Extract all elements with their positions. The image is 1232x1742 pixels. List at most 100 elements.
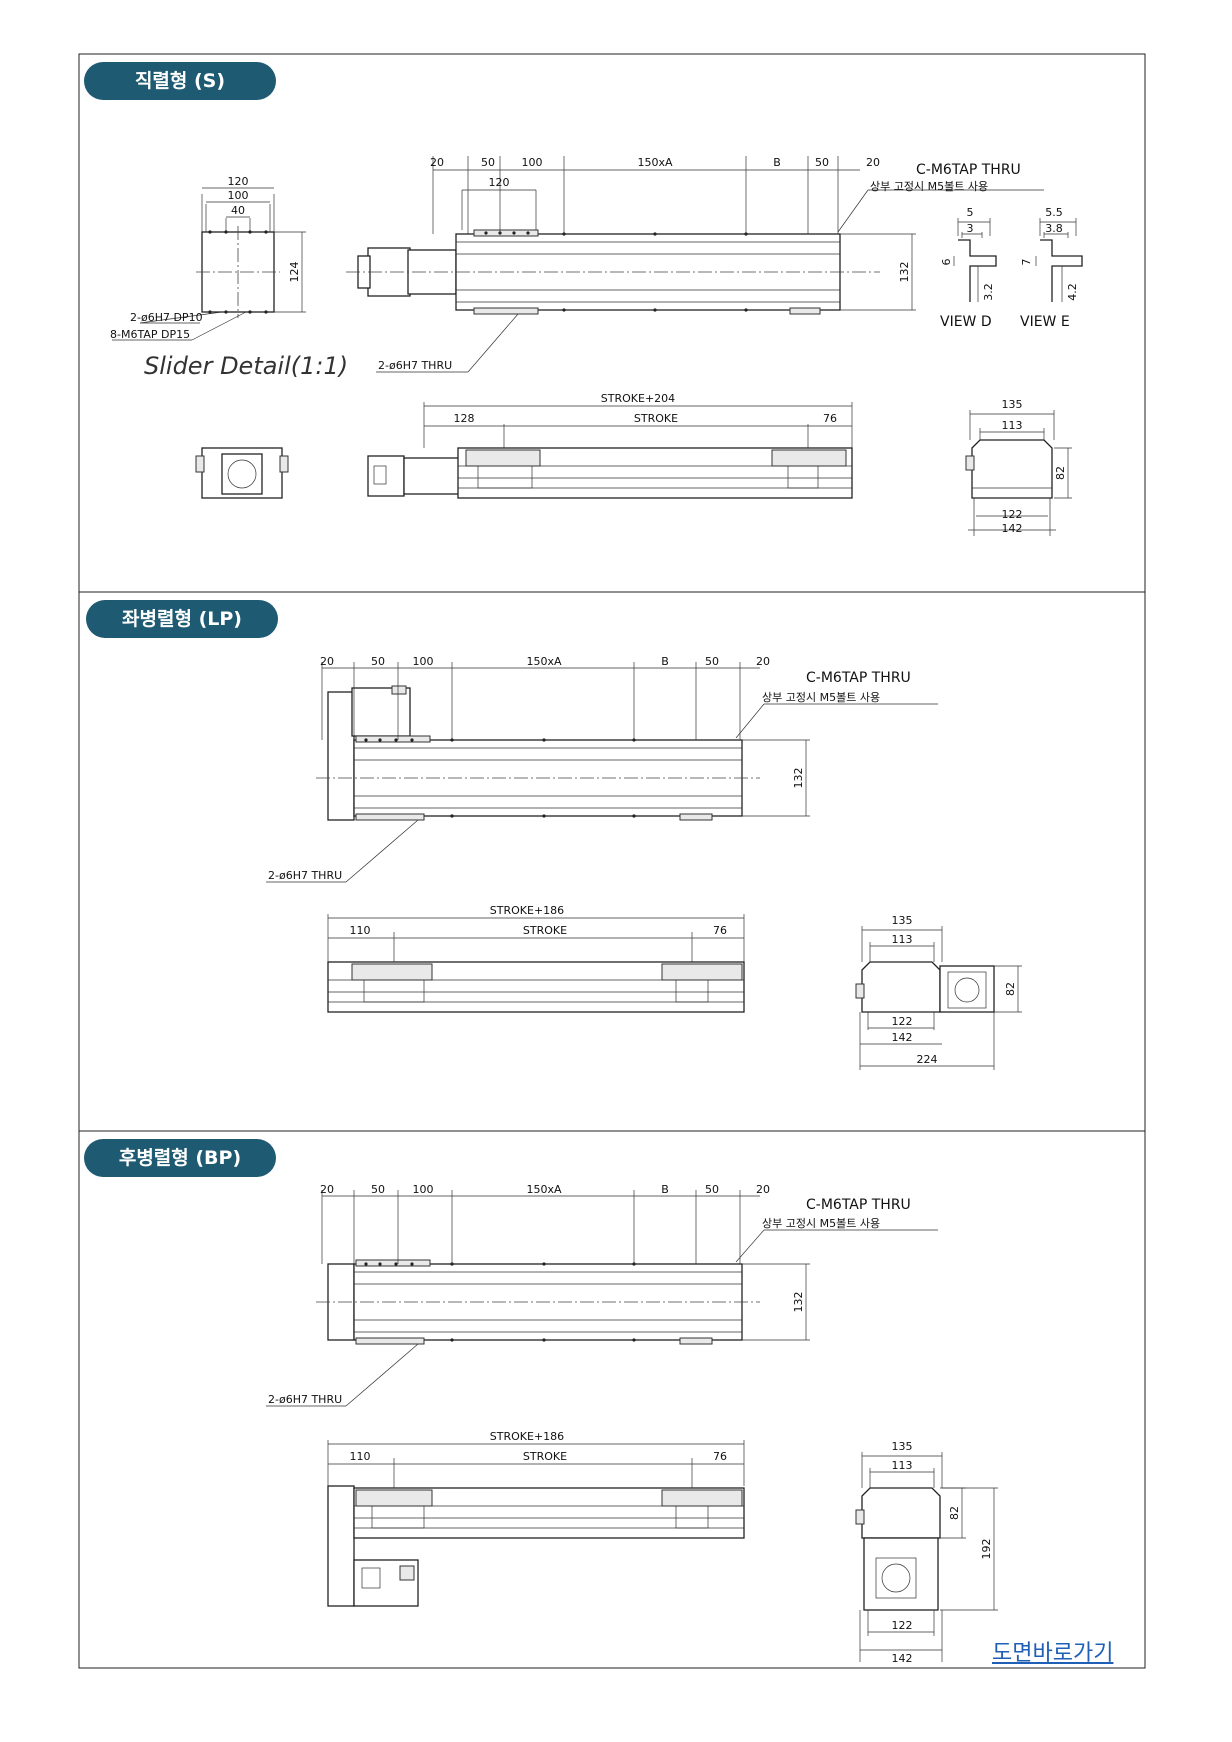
s-top-dim-7: 20: [866, 156, 880, 169]
slider-detail-caption: Slider Detail(1:1): [144, 352, 348, 380]
slider-note-pin: 2-ø6H7 DP10: [130, 311, 203, 324]
sheet-frame: [78, 53, 1146, 1669]
section-tab-s: 직렬형 (S): [84, 62, 276, 100]
section-bp-drawings: 20 50 100 150xA B 50 20 C-M6TAP THRU 상부 …: [266, 1183, 998, 1665]
lp-top-dim-6: 50: [705, 655, 719, 668]
section-tab-bp: 후병렬형 (BP): [84, 1139, 276, 1177]
slider-dim-100: 100: [228, 189, 249, 202]
s-height-dim: 132: [898, 262, 911, 283]
section-tab-s-label: 직렬형 (S): [134, 70, 226, 92]
s-side-left: 128: [454, 412, 475, 425]
lp-end-w142: 142: [892, 1031, 913, 1044]
view-e-dim-42: 4.2: [1066, 283, 1079, 301]
bp-end-w122: 122: [892, 1619, 913, 1632]
s-end-h82: 82: [1054, 466, 1067, 480]
slider-detail: 120 100 40 124 2-ø6H7 DP10 8-M6TAP DP15 …: [110, 175, 348, 380]
view-e-dim-55: 5.5: [1045, 206, 1063, 219]
slider-dim-124: 124: [288, 262, 301, 283]
bp-end-w135: 135: [892, 1440, 913, 1453]
view-e-dim-7: 7: [1020, 259, 1033, 266]
lp-side-right: 76: [713, 924, 727, 937]
s-tap-note: C-M6TAP THRU: [916, 162, 1021, 178]
bp-end-w142: 142: [892, 1652, 913, 1665]
lp-side-total: STROKE+186: [490, 904, 564, 917]
view-d-dim-5: 5: [967, 206, 974, 219]
bp-side-stroke: STROKE: [523, 1450, 567, 1463]
lp-end-w113: 113: [892, 933, 913, 946]
s-plan-view: 20 50 100 150xA B 50 20 120 C-M6TAP THRU…: [346, 156, 1044, 373]
lp-end-view: 135 113 122 142 224 82: [855, 914, 1022, 1070]
section-tab-bp-label: 후병렬형 (BP): [118, 1147, 242, 1169]
s-top-dim-3: 100: [522, 156, 543, 169]
bp-side-total: STROKE+186: [490, 1430, 564, 1443]
lp-top-dim-7: 20: [756, 655, 770, 668]
s-side-stroke: STROKE: [634, 412, 678, 425]
s-side-right: 76: [823, 412, 837, 425]
slider-dim-40: 40: [231, 204, 245, 217]
bp-tap-note: C-M6TAP THRU: [806, 1197, 911, 1213]
section-s-drawings: 120 100 40 124 2-ø6H7 DP10 8-M6TAP DP15 …: [110, 156, 1083, 536]
bp-end-h192: 192: [980, 1539, 993, 1560]
bp-top-dim-2: 50: [371, 1183, 385, 1196]
drawing-shortcut-link[interactable]: 도면바로가기: [992, 1641, 1114, 1666]
s-end-w135: 135: [1002, 398, 1023, 411]
s-end-view: 135 113 122 142 82: [965, 398, 1072, 536]
view-e-dim-38: 3.8: [1045, 222, 1063, 235]
bp-top-dim-5: B: [661, 1183, 669, 1196]
lp-end-h82: 82: [1004, 982, 1017, 996]
bp-thru-note: 2-ø6H7 THRU: [268, 1393, 342, 1406]
lp-end-w224: 224: [917, 1053, 938, 1066]
lp-bolt-note: 상부 고정시 M5볼트 사용: [762, 691, 880, 704]
bp-end-h82: 82: [948, 1506, 961, 1520]
s-top-dim-1: 20: [430, 156, 444, 169]
s-end-w122: 122: [1002, 508, 1023, 521]
s-end-w142: 142: [1002, 522, 1023, 535]
section-lp-drawings: 20 50 100 150xA B 50 20 C-M6TAP THRU 상부 …: [266, 655, 1022, 1070]
lp-top-dim-2: 50: [371, 655, 385, 668]
s-end-w113: 113: [1002, 419, 1023, 432]
s-top-dim-4: 150xA: [637, 156, 673, 169]
slider-note-tap: 8-M6TAP DP15: [110, 328, 190, 341]
section-tab-lp-label: 좌병렬형 (LP): [122, 608, 242, 630]
lp-height-dim: 132: [792, 768, 805, 789]
s-view-d: 5 3 6 3.2 VIEW D: [940, 206, 997, 330]
bp-height-dim: 132: [792, 1292, 805, 1313]
s-thru-note: 2-ø6H7 THRU: [378, 359, 452, 372]
s-top-dim-6: 50: [815, 156, 829, 169]
view-e-label: VIEW E: [1020, 314, 1070, 330]
lp-thru-note: 2-ø6H7 THRU: [268, 869, 342, 882]
s-view-e: 5.5 3.8 7 4.2 VIEW E: [1020, 206, 1083, 330]
lp-top-dim-4: 150xA: [526, 655, 562, 668]
bp-side-view: STROKE+186 110 STROKE 76: [327, 1430, 745, 1607]
bp-top-dim-6: 50: [705, 1183, 719, 1196]
bp-top-dim-3: 100: [413, 1183, 434, 1196]
bp-end-view: 135 113 122 142 82 192: [855, 1440, 998, 1665]
s-sub-dim-120: 120: [489, 176, 510, 189]
bp-top-dim-4: 150xA: [526, 1183, 562, 1196]
section-tab-lp: 좌병렬형 (LP): [86, 600, 278, 638]
view-d-dim-6: 6: [940, 259, 953, 266]
lp-end-w135: 135: [892, 914, 913, 927]
view-d-dim-3: 3: [967, 222, 974, 235]
lp-plan-view: 20 50 100 150xA B 50 20 C-M6TAP THRU 상부 …: [266, 655, 938, 883]
lp-end-w122: 122: [892, 1015, 913, 1028]
lp-top-dim-5: B: [661, 655, 669, 668]
view-d-label: VIEW D: [940, 314, 992, 330]
slider-dim-120: 120: [228, 175, 249, 188]
bp-top-dim-1: 20: [320, 1183, 334, 1196]
s-side-total: STROKE+204: [601, 392, 675, 405]
s-top-dim-2: 50: [481, 156, 495, 169]
bp-side-right: 76: [713, 1450, 727, 1463]
lp-side-left: 110: [350, 924, 371, 937]
bp-top-dim-7: 20: [756, 1183, 770, 1196]
lp-top-dim-1: 20: [320, 655, 334, 668]
lp-side-view: STROKE+186 110 STROKE 76: [327, 904, 745, 1013]
lp-tap-note: C-M6TAP THRU: [806, 670, 911, 686]
bp-bolt-note: 상부 고정시 M5볼트 사용: [762, 1217, 880, 1230]
lp-side-stroke: STROKE: [523, 924, 567, 937]
s-top-dim-5: B: [773, 156, 781, 169]
s-bolt-note: 상부 고정시 M5볼트 사용: [870, 180, 988, 193]
bp-plan-view: 20 50 100 150xA B 50 20 C-M6TAP THRU 상부 …: [266, 1183, 938, 1407]
view-d-dim-32: 3.2: [982, 283, 995, 301]
